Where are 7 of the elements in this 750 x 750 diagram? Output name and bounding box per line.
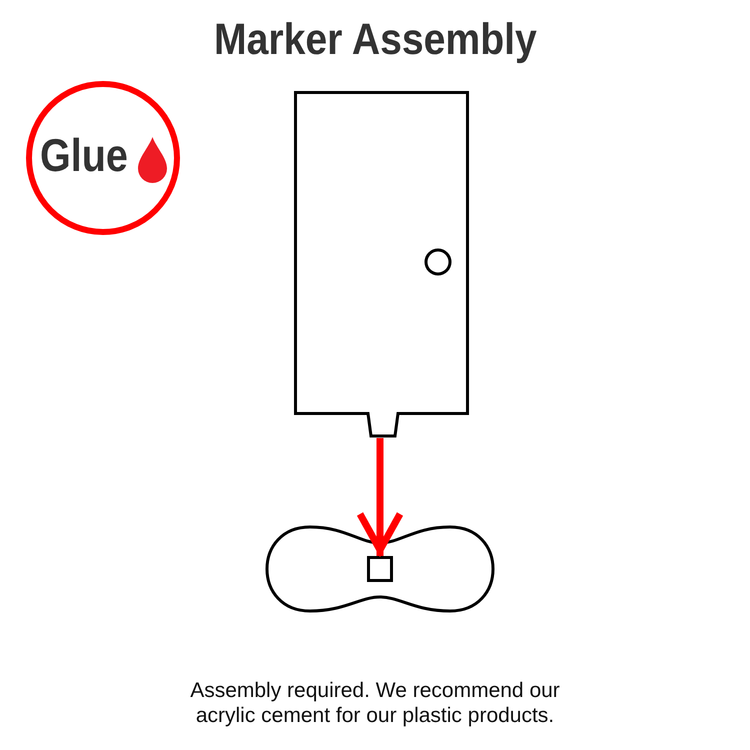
slot — [367, 556, 393, 582]
caption: Assembly required. We recommend our acrylic cement for our plastic products. — [189, 678, 561, 728]
base-drawing — [265, 525, 495, 613]
marker-drawing — [292, 89, 472, 438]
arrow — [356, 438, 404, 556]
title: Marker Assembly — [214, 14, 536, 66]
node-label: Glue — [40, 132, 128, 178]
